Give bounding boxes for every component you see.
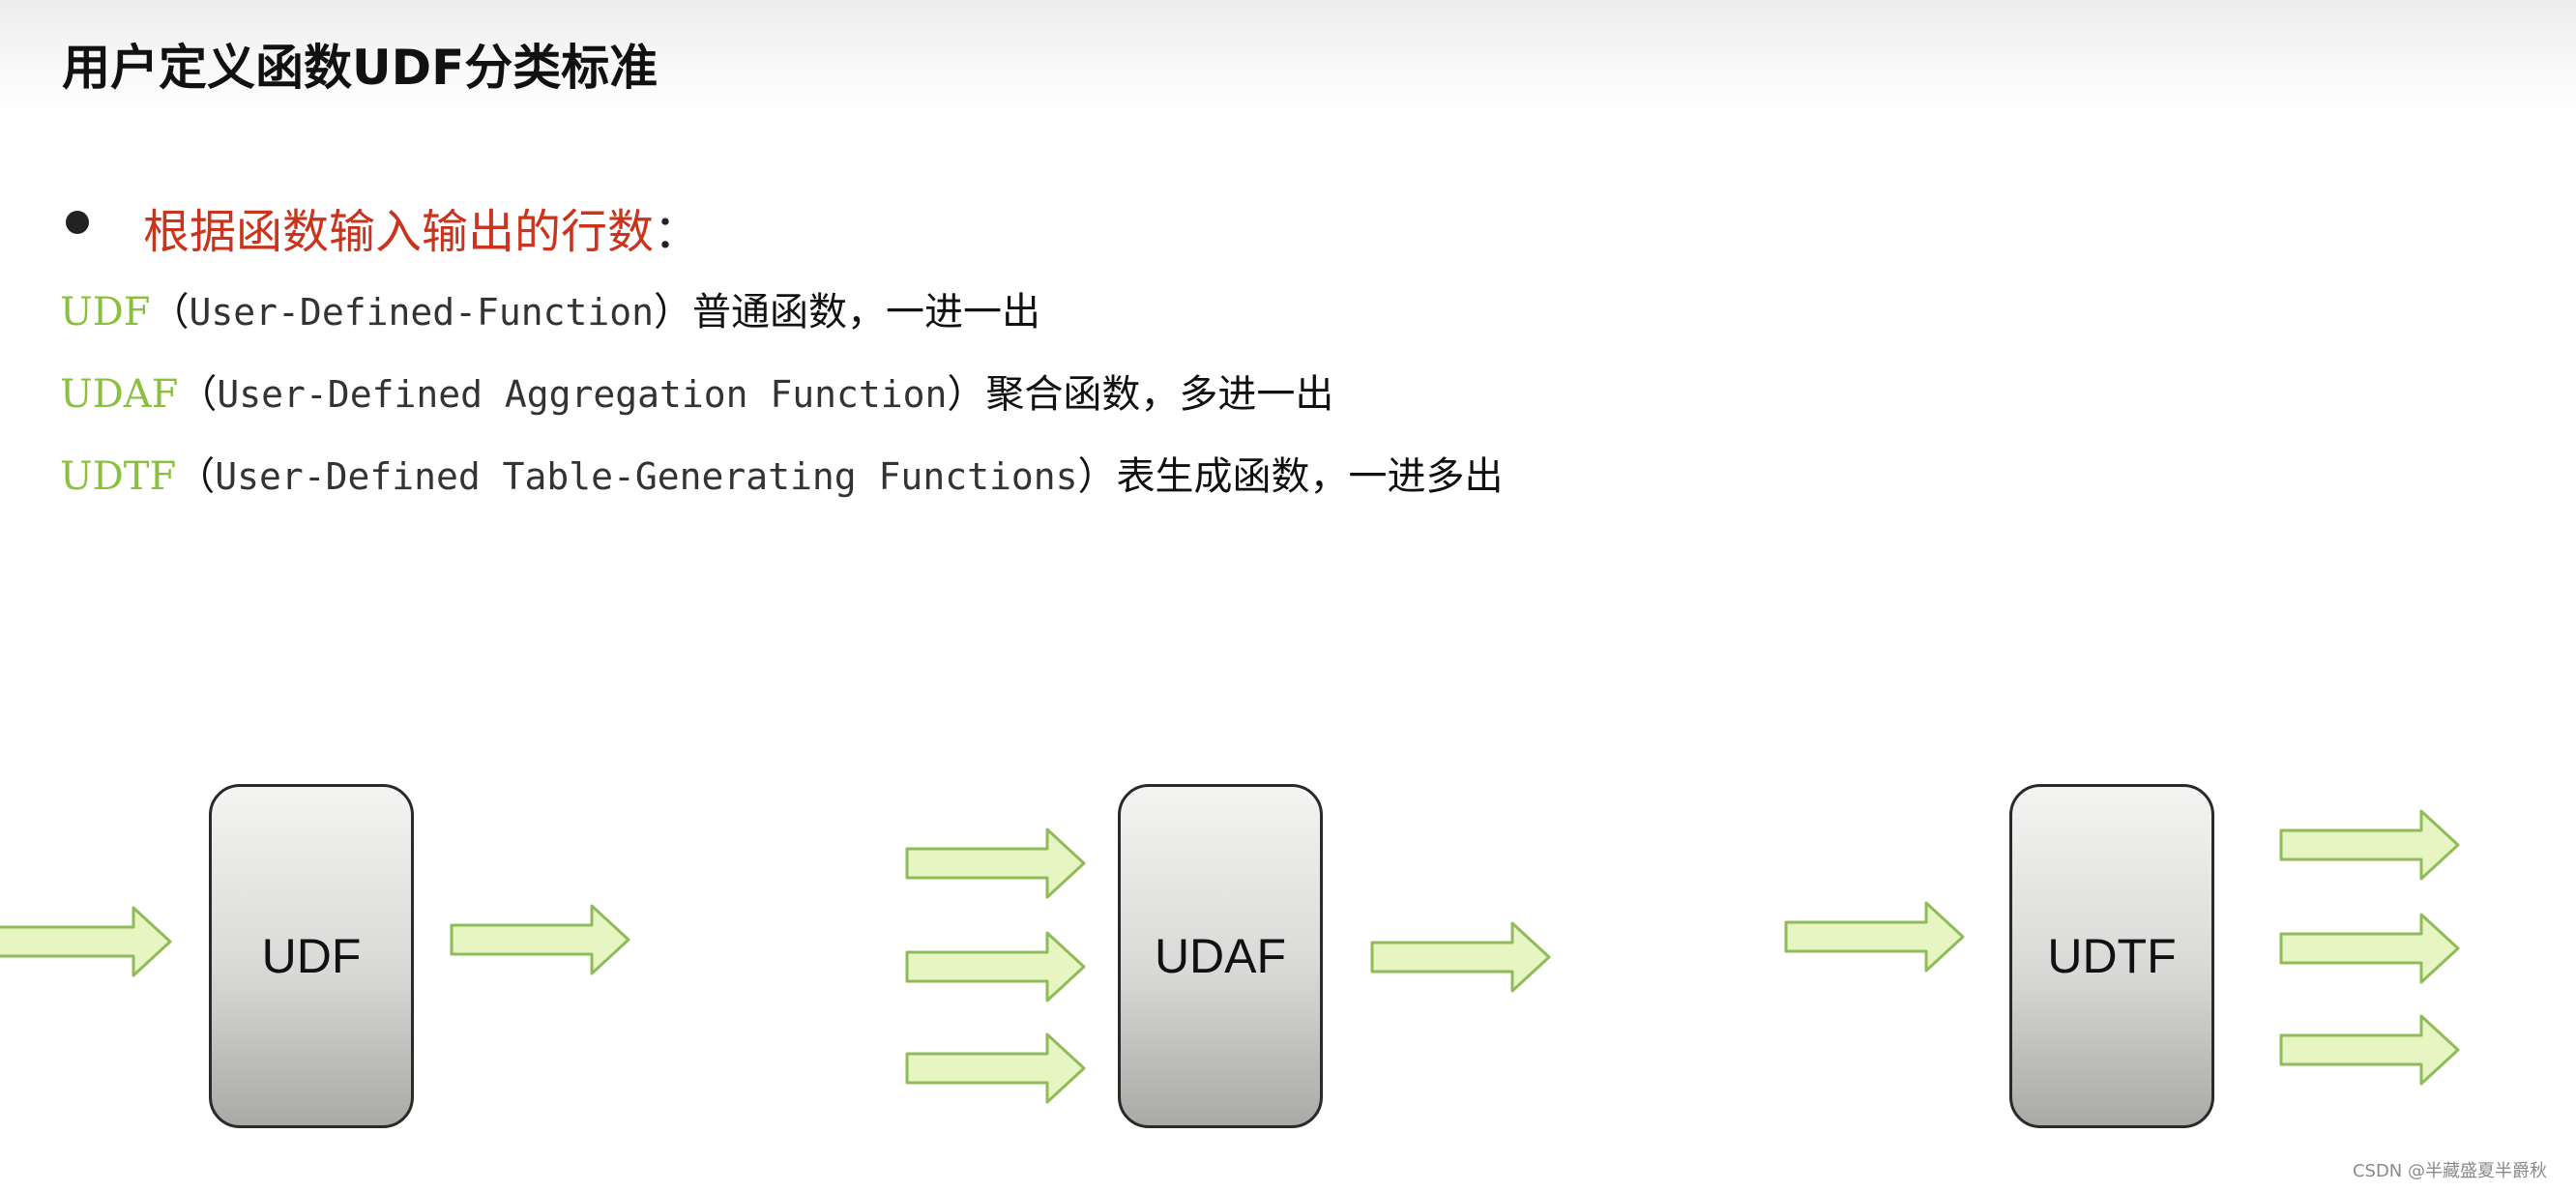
input-arrow-icon [905,828,1086,899]
definition-open-paren: （ [178,372,218,417]
definition-close-paren: ） [653,290,692,334]
input-arrow-icon [0,906,172,977]
definition-abbr: UDF [60,290,151,334]
udf-box-label: UDF [261,929,362,983]
definition-abbr: UDTF [60,454,177,499]
definition-fullname: User-Defined-Function [189,291,654,334]
definition-close-paren: ） [947,372,986,417]
definition-abbr: UDAF [60,372,179,417]
watermark: CSDN @半藏盛夏半爵秋 [2352,1161,2547,1181]
definition-open-paren: （ [176,454,216,499]
udtf-box: UDTF [2009,784,2214,1128]
definition-fullname: User-Defined Table-Generating Functions [215,455,1078,498]
definition-description: 普通函数，一进一出 [691,290,1040,334]
definition-udaf: UDAF（User-Defined Aggregation Function）聚… [60,363,1333,419]
output-arrow-icon [2279,1014,2460,1086]
output-arrow-icon [2279,809,2460,881]
output-arrow-icon [450,904,630,975]
input-arrow-icon [1784,901,1965,973]
definition-udtf: UDTF（User-Defined Table-Generating Funct… [60,445,1503,501]
output-arrow-icon [1370,921,1551,993]
input-arrow-icon [905,1032,1086,1104]
bullet-heading: 根据函数输入输出的行数： [143,193,700,261]
bullet-heading-text: 根据函数输入输出的行数 [143,205,655,259]
definition-open-paren: （ [150,290,190,334]
udaf-box: UDAF [1118,784,1323,1128]
definition-fullname: User-Defined Aggregation Function [217,373,948,416]
bullet-colon: ： [654,205,701,259]
udtf-box-label: UDTF [2047,929,2177,983]
bullet-dot-icon [66,211,89,234]
definition-udf: UDF（User-Defined-Function）普通函数，一进一出 [60,280,1040,336]
definition-description: 聚合函数，多进一出 [985,372,1334,417]
udf-box: UDF [209,784,414,1128]
title-band [0,0,2576,116]
udaf-box-label: UDAF [1154,929,1287,983]
input-arrow-icon [905,931,1086,1003]
definition-close-paren: ） [1077,454,1117,499]
slide-title: 用户定义函数UDF分类标准 [62,40,659,96]
definition-description: 表生成函数，一进多出 [1116,454,1504,499]
output-arrow-icon [2279,913,2460,984]
